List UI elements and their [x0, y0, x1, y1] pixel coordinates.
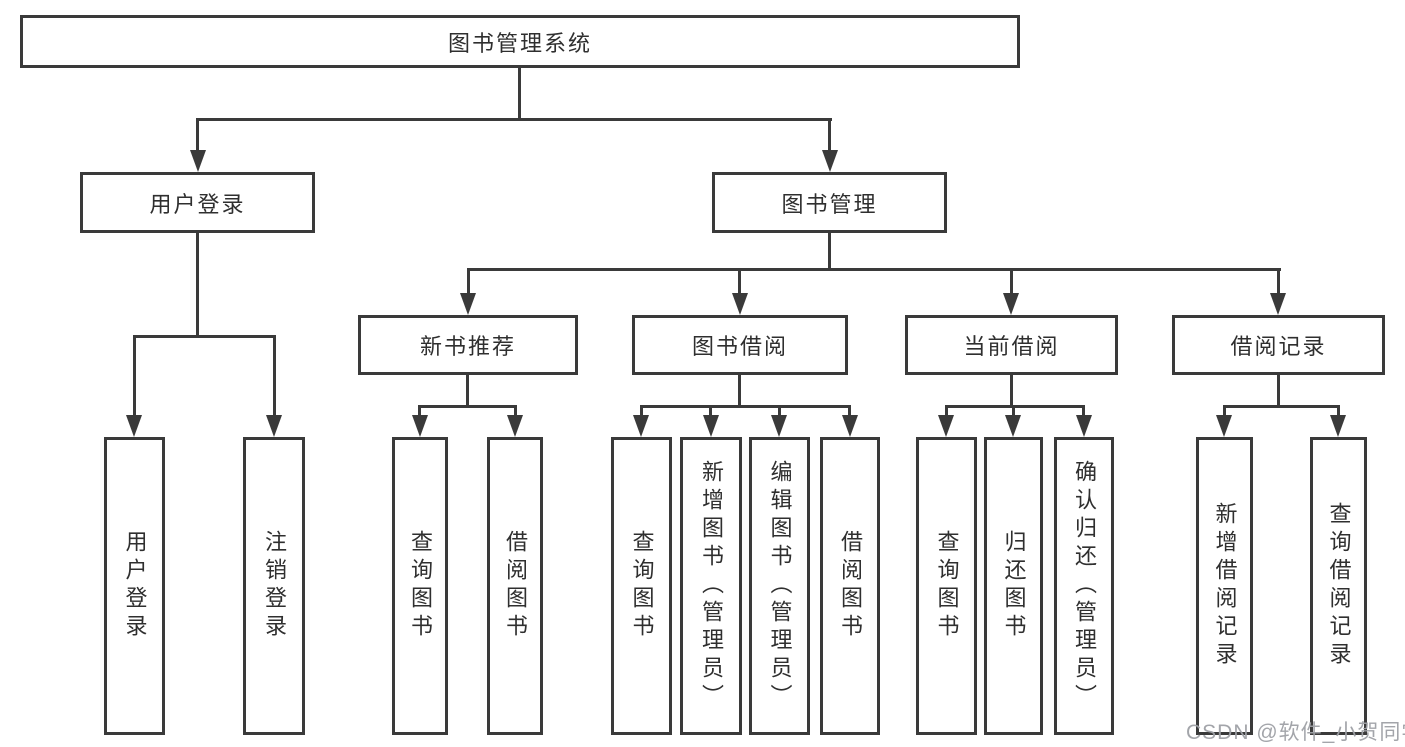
edge-to-leaf-return-books [1012, 405, 1015, 417]
arrow-to-leaf-return-books [1005, 415, 1021, 437]
arrow-to-new-book-recommend [460, 293, 476, 315]
edge-user-login-stem [196, 233, 199, 337]
edge-to-new-book-recommend [467, 270, 470, 296]
node-current-borrowing: 当前借阅 [905, 315, 1118, 375]
arrow-to-leaf-confirm-return [1076, 415, 1092, 437]
arrow-to-leaf-add-books [703, 415, 719, 437]
edge-to-leaf-query-record [1337, 405, 1340, 417]
leaf-add-borrow-record: 新增借阅记录 [1196, 437, 1253, 735]
arrow-to-leaf-borrow-recommend [507, 415, 523, 437]
csdn-watermark: CSDN @软件_小贺同学 [1186, 721, 1405, 744]
arrow-to-leaf-add-record [1216, 415, 1232, 437]
edge-to-leaf-confirm-return [1082, 405, 1085, 417]
edge-to-user-login [196, 120, 199, 152]
edge-recommend-stem [466, 375, 469, 407]
arrow-to-leaf-query-recommend [412, 415, 428, 437]
edge-recommend-bus [418, 405, 517, 408]
arrow-to-leaf-query-record [1330, 415, 1346, 437]
arrow-to-leaf-user-login [126, 415, 142, 437]
edge-current-stem [1010, 375, 1013, 407]
arrow-to-book-borrowing [732, 293, 748, 315]
leaf-query-books-current: 查询图书 [916, 437, 977, 735]
arrow-to-user-login [190, 150, 206, 172]
edge-to-borrow-records [1277, 270, 1280, 296]
arrow-to-leaf-logout [266, 415, 282, 437]
arrow-to-leaf-query-borrowing [633, 415, 649, 437]
leaf-query-books-recommend: 查询图书 [392, 437, 448, 735]
edge-to-leaf-logout [273, 337, 276, 417]
edge-borrowing-bus [640, 405, 851, 408]
edge-to-leaf-edit-books [778, 405, 781, 417]
node-user-login: 用户登录 [80, 172, 315, 233]
edge-borrowing-stem [738, 375, 741, 407]
node-book-borrowing: 图书借阅 [632, 315, 848, 375]
edge-book-management-stem [828, 233, 831, 270]
edge-to-book-management [828, 120, 831, 152]
node-book-management: 图书管理 [712, 172, 947, 233]
arrow-to-current-borrowing [1003, 293, 1019, 315]
node-new-book-recommend: 新书推荐 [358, 315, 578, 375]
leaf-return-books: 归还图书 [984, 437, 1043, 735]
edge-root-stem [518, 68, 521, 120]
arrow-to-leaf-query-current [938, 415, 954, 437]
leaf-confirm-return-admin: 确认归还（管理员） [1054, 437, 1114, 735]
edge-to-leaf-query-borrowing [640, 405, 643, 417]
leaf-user-login: 用户登录 [104, 437, 165, 735]
edge-records-stem [1277, 375, 1280, 407]
node-library-system: 图书管理系统 [20, 15, 1020, 68]
edge-records-bus [1223, 405, 1340, 408]
edge-root-bus [196, 118, 832, 121]
edge-to-leaf-query-recommend [418, 405, 421, 417]
edge-to-leaf-query-current [945, 405, 948, 417]
node-borrow-records: 借阅记录 [1172, 315, 1385, 375]
edge-to-book-borrowing [738, 270, 741, 296]
leaf-borrow-books-borrowing: 借阅图书 [820, 437, 880, 735]
edge-to-leaf-user-login [133, 337, 136, 417]
edge-user-login-bus [133, 335, 276, 338]
arrow-to-book-management [822, 150, 838, 172]
edge-to-current-borrowing [1010, 270, 1013, 296]
arrow-to-borrow-records [1270, 293, 1286, 315]
edge-book-management-bus [467, 268, 1281, 271]
arrow-to-leaf-borrow-books [842, 415, 858, 437]
arrow-to-leaf-edit-books [771, 415, 787, 437]
edge-to-leaf-borrow-books [848, 405, 851, 417]
leaf-edit-books-admin: 编辑图书（管理员） [749, 437, 810, 735]
edge-to-leaf-borrow-recommend [514, 405, 517, 417]
edge-to-leaf-add-books [709, 405, 712, 417]
leaf-query-borrow-record: 查询借阅记录 [1310, 437, 1367, 735]
leaf-logout: 注销登录 [243, 437, 305, 735]
edge-current-bus [945, 405, 1085, 408]
leaf-query-books-borrowing: 查询图书 [611, 437, 672, 735]
leaf-add-books-admin: 新增图书（管理员） [680, 437, 742, 735]
edge-to-leaf-add-record [1223, 405, 1226, 417]
leaf-borrow-books-recommend: 借阅图书 [487, 437, 543, 735]
